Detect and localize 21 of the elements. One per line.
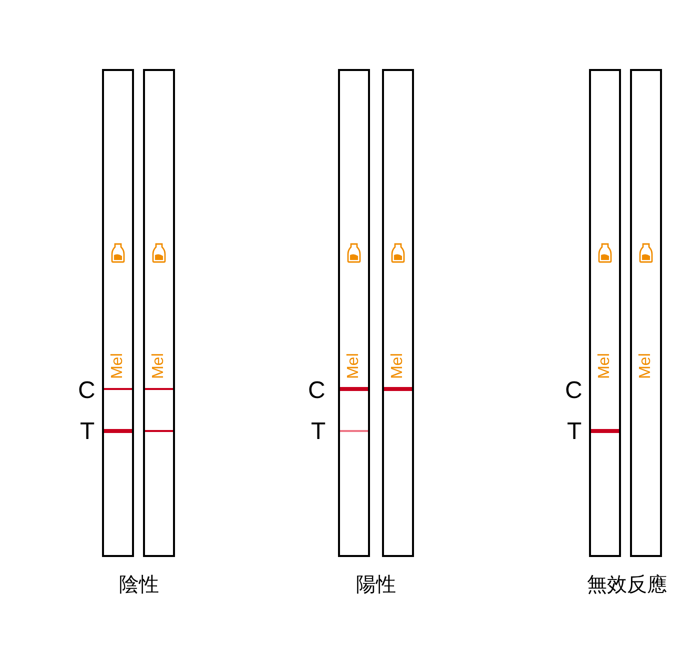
strip-label: Mel xyxy=(346,353,362,379)
result-caption: 陽性 xyxy=(356,574,396,594)
test-strip xyxy=(143,69,175,557)
strip-label: Mel xyxy=(151,353,167,379)
result-caption: 無效反應 xyxy=(587,574,667,594)
line-letter: C xyxy=(78,379,96,403)
line-letter: C xyxy=(308,379,326,403)
strip-label: Mel xyxy=(110,353,126,379)
strip-label: Mel xyxy=(597,353,613,379)
test-strip xyxy=(382,69,414,557)
line-letter: T xyxy=(311,420,326,444)
line-letter: C xyxy=(565,379,582,403)
line-letter: T xyxy=(567,420,582,444)
test-strip xyxy=(589,69,621,557)
test-strip xyxy=(338,69,370,557)
strip-label: Mel xyxy=(638,353,654,379)
strip-label: Mel xyxy=(390,353,406,379)
test-strip xyxy=(630,69,662,557)
result-caption: 陰性 xyxy=(119,574,159,594)
test-strip xyxy=(102,69,134,557)
line-letter: T xyxy=(80,420,95,444)
